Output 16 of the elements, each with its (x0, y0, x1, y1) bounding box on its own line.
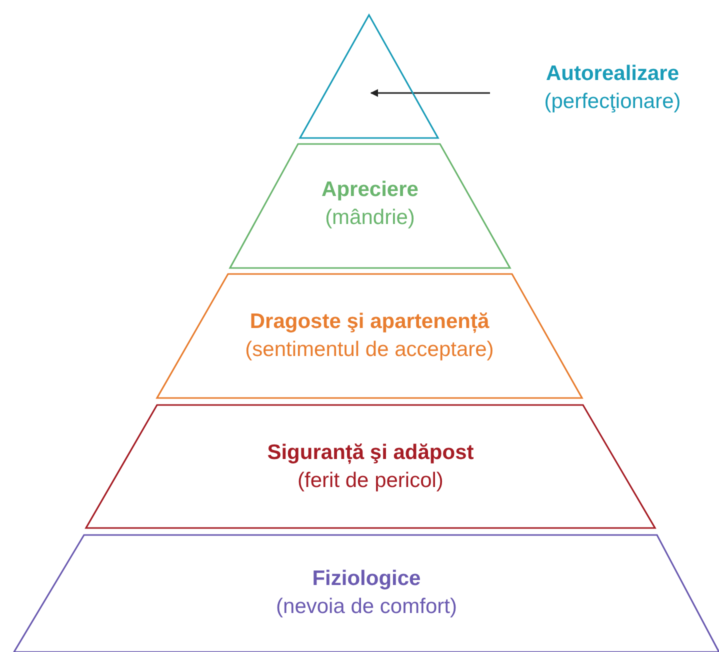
level-title: Dragoste şi apartenență (248, 309, 490, 335)
level-title: Autorealizare (544, 61, 680, 87)
level-title: Apreciere (320, 177, 420, 203)
pyramid-level (86, 405, 655, 528)
triangle-shape (300, 15, 438, 138)
arrow (370, 89, 490, 97)
level-description: (sentimentul de acceptare) (244, 337, 495, 363)
level-description: (nevoia de comfort) (275, 594, 458, 620)
level-title: Fiziologice (311, 566, 422, 592)
level-title: Siguranță şi adăpost (266, 440, 475, 466)
pyramid-level (157, 274, 582, 398)
level-description: (mândrie) (324, 205, 416, 231)
level-description: (perfecţionare) (543, 89, 682, 115)
pyramid-level (230, 144, 510, 268)
pyramid-level (14, 535, 719, 652)
level-description: (ferit de pericol) (296, 468, 444, 494)
